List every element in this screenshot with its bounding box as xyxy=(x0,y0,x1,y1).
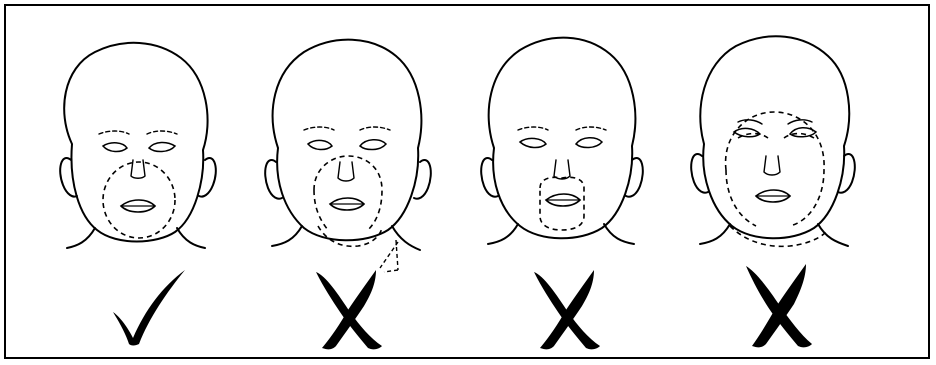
panel-mask-too-small xyxy=(462,20,662,350)
mask-outline-dashed xyxy=(540,177,584,230)
x-mark-icon xyxy=(316,270,382,349)
mask-outline-dashed xyxy=(314,156,382,246)
mask-outline-dashed xyxy=(726,112,826,246)
neck-overlap-marker xyxy=(380,240,398,272)
panel-mask-too-long xyxy=(248,20,448,350)
infant-head-drawing xyxy=(265,40,431,250)
x-mark-icon xyxy=(746,264,812,347)
panel-correct-fit xyxy=(35,20,235,350)
infant-head-drawing xyxy=(691,36,855,246)
x-mark-icon xyxy=(534,270,600,349)
infant-head-drawing xyxy=(481,38,643,244)
infant-head-drawing xyxy=(60,43,216,248)
check-mark-icon xyxy=(113,270,185,346)
panel-mask-too-large xyxy=(676,20,876,350)
